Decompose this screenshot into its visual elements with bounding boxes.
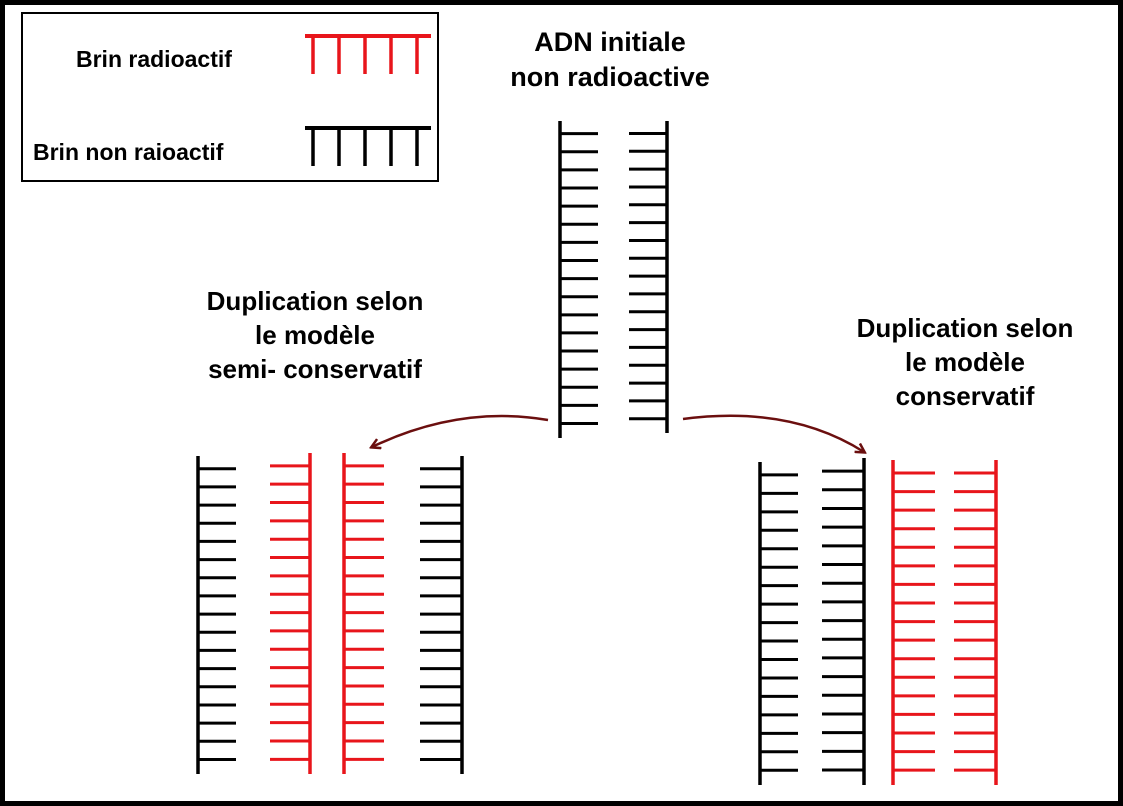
- conservative-molecule-2-strand-left: [891, 460, 935, 785]
- conservative-molecule-2-strand-right: [954, 460, 998, 785]
- semi-molecule-2-strand-right: [420, 456, 464, 774]
- conservative-title-line-1: Duplication selon: [856, 313, 1074, 343]
- conservative-title: Duplication selon le modèle conservatif: [808, 312, 1122, 413]
- semi-conservative-title-line-2: le modèle: [255, 319, 375, 350]
- semi-conservative-title: Duplication selon le modèle semi- conser…: [150, 285, 480, 386]
- semi-conservative-title-line-1: Duplication selon: [206, 286, 424, 316]
- initial-dna-strand-right: [629, 121, 669, 433]
- conservative-molecule-1-strand-right: [822, 458, 866, 785]
- initial-dna-title: ADN initiale non radioactive: [460, 25, 760, 95]
- legend-box: [21, 12, 439, 182]
- initial-dna-strand-left: [558, 121, 598, 438]
- semi-molecule-2-strand-left: [342, 453, 384, 774]
- semi-molecule-1-strand-left: [196, 456, 236, 774]
- initial-dna-title-line-2: non radioactive: [510, 62, 710, 93]
- legend-non-radioactive-strand-symbol: [305, 126, 431, 166]
- arrow-to-conservative: [682, 414, 864, 452]
- legend-non-radioactive-label: Brin non raioactif: [33, 139, 224, 165]
- legend-radioactive-strand-symbol: [305, 34, 431, 74]
- conservative-molecule-1-strand-left: [758, 462, 798, 785]
- conservative-title-line-2: le modèle: [905, 346, 1025, 377]
- arrow-to-semi-conservative: [372, 414, 549, 447]
- semi-conservative-title-line-3: semi- conservatif: [208, 353, 422, 384]
- initial-dna-title-line-1: ADN initiale: [534, 27, 686, 57]
- conservative-title-line-3: conservatif: [895, 380, 1035, 411]
- semi-molecule-1-strand-right: [270, 453, 312, 774]
- legend-radioactive-label: Brin radioactif: [76, 46, 232, 72]
